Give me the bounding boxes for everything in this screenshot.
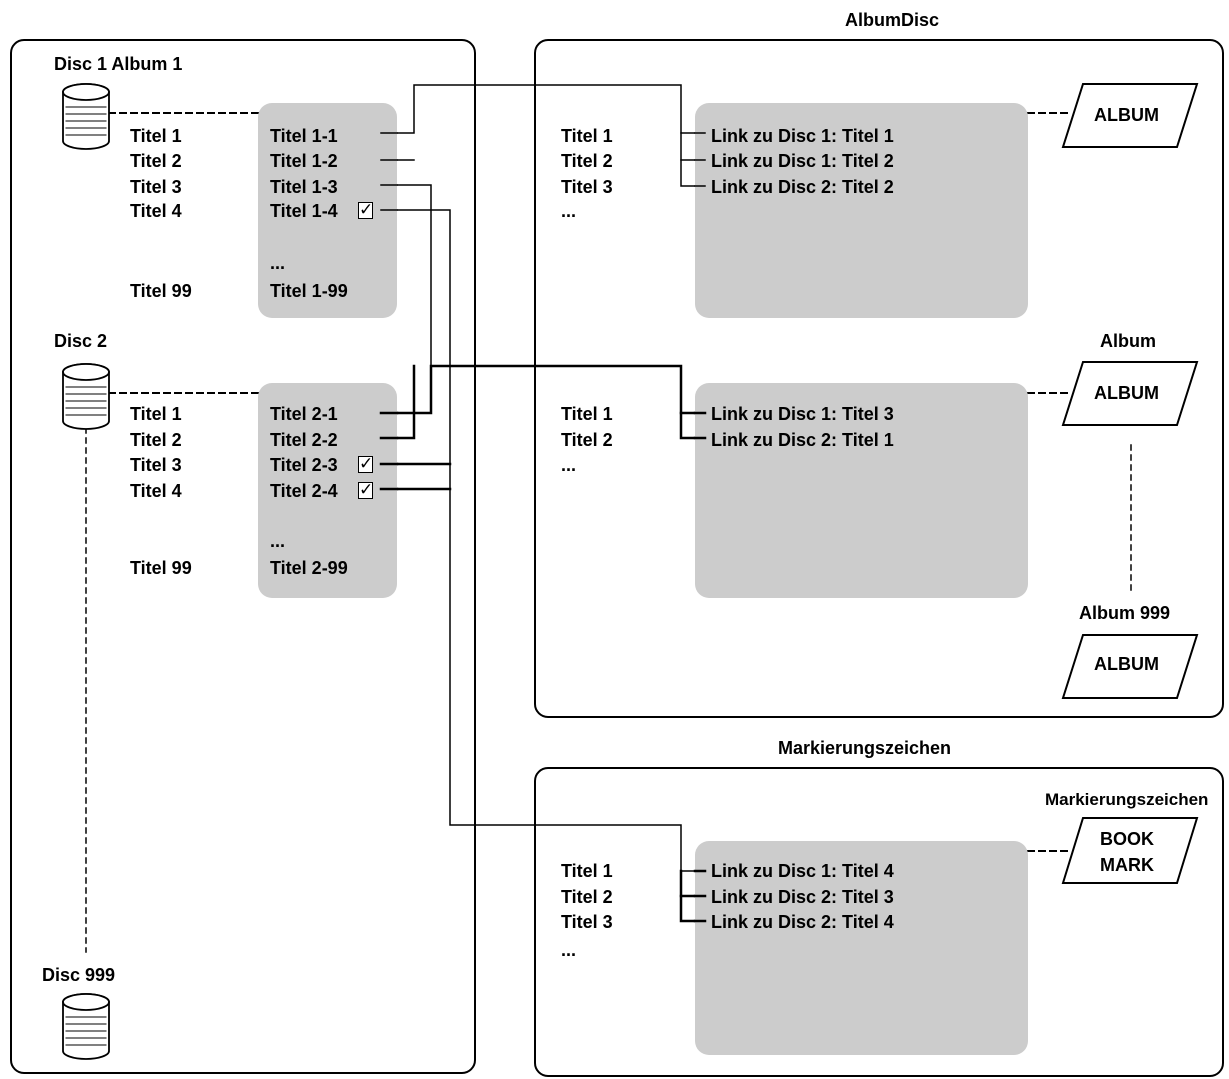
disc2-left-item: Titel 2 <box>130 430 182 450</box>
disc1-track: Titel 1-4 <box>270 201 338 221</box>
disc2-label: Disc 2 <box>54 331 108 351</box>
bookmark-link: Link zu Disc 2: Titel 4 <box>711 912 894 932</box>
disc1-track: Titel 1-99 <box>270 281 348 301</box>
bookmark-frame <box>534 767 1224 1077</box>
disc1-label: Disc 1 Album 1 <box>54 54 183 74</box>
album-link: Link zu Disc 2: Titel 1 <box>711 430 894 450</box>
disc2-track: Titel 2-99 <box>270 558 348 578</box>
bookmark-link: Link zu Disc 2: Titel 3 <box>711 887 894 907</box>
albumdisc-link: Link zu Disc 1: Titel 2 <box>711 151 894 171</box>
disc2-left-item: Titel 1 <box>130 404 182 424</box>
bookmark-side-label: Markierungszeichen <box>1045 790 1209 809</box>
album-tag-1: ALBUM <box>1094 105 1159 125</box>
library-frame <box>10 39 476 1074</box>
disc999-label: Disc 999 <box>42 965 116 985</box>
disc1-track: Titel 1-2 <box>270 151 338 171</box>
album-tag-999: ALBUM <box>1094 654 1159 674</box>
disc1-track-panel <box>258 103 397 318</box>
disc1-track-ellipsis: ... <box>270 253 286 273</box>
album-list-panel <box>695 383 1028 598</box>
albumdisc-left-item: Titel 1 <box>561 126 613 146</box>
bookmark-link: Link zu Disc 1: Titel 4 <box>711 861 894 881</box>
bookmark-list-panel <box>695 841 1028 1055</box>
disc1-track: Titel 1-3 <box>270 177 338 197</box>
checkbox-2-4: ✓ <box>358 480 374 499</box>
disc2-left-item: Titel 3 <box>130 455 182 475</box>
disc1-left-item: Titel 2 <box>130 151 182 171</box>
bookmark-left-item: Titel 1 <box>561 861 613 881</box>
bookmark-left-item: Titel 3 <box>561 912 613 932</box>
check-mark-icon: ✓ <box>359 480 374 499</box>
albumdisc-left-ellipsis: ... <box>561 201 577 221</box>
album-left-item: Titel 1 <box>561 404 613 424</box>
bookmark-left-item: Titel 2 <box>561 887 613 907</box>
checkbox-1-4: ✓ <box>358 200 374 219</box>
disc2-track-ellipsis: ... <box>270 531 286 551</box>
album-left-ellipsis: ... <box>561 455 577 475</box>
albumdisc-frame <box>534 39 1224 718</box>
albumdisc-heading: AlbumDisc <box>845 10 940 30</box>
check-mark-icon: ✓ <box>359 200 374 219</box>
bookmark-tag-line2: MARK <box>1100 855 1154 875</box>
checkbox-2-3: ✓ <box>358 454 374 473</box>
disc2-track: Titel 2-4 <box>270 481 338 501</box>
albumdisc-left-item: Titel 3 <box>561 177 613 197</box>
album999-label: Album 999 <box>1079 603 1171 623</box>
albumdisc-left-item: Titel 2 <box>561 151 613 171</box>
bookmark-left-ellipsis: ... <box>561 940 577 960</box>
albumdisc-link: Link zu Disc 1: Titel 1 <box>711 126 894 146</box>
bookmark-tag-line1: BOOK <box>1100 829 1154 849</box>
albumdisc-link: Link zu Disc 2: Titel 2 <box>711 177 894 197</box>
check-mark-icon: ✓ <box>359 454 374 473</box>
bookmark-heading: Markierungszeichen <box>778 738 952 758</box>
album-tag-2: ALBUM <box>1094 383 1159 403</box>
albumdisc-list-panel <box>695 103 1028 318</box>
disc2-left-item: Titel 4 <box>130 481 182 501</box>
disc2-track-panel <box>258 383 397 598</box>
disc2-track: Titel 2-2 <box>270 430 338 450</box>
disc1-left-item: Titel 3 <box>130 177 182 197</box>
disc1-left-item: Titel 4 <box>130 201 182 221</box>
album-left-item: Titel 2 <box>561 430 613 450</box>
disc1-left-item: Titel 99 <box>130 281 192 301</box>
disc1-left-item: Titel 1 <box>130 126 182 146</box>
disc1-track: Titel 1-1 <box>270 126 338 146</box>
album-label: Album <box>1100 331 1156 351</box>
disc2-track: Titel 2-3 <box>270 455 338 475</box>
album-link: Link zu Disc 1: Titel 3 <box>711 404 894 424</box>
disc2-left-item: Titel 99 <box>130 558 192 578</box>
disc2-track: Titel 2-1 <box>270 404 338 424</box>
